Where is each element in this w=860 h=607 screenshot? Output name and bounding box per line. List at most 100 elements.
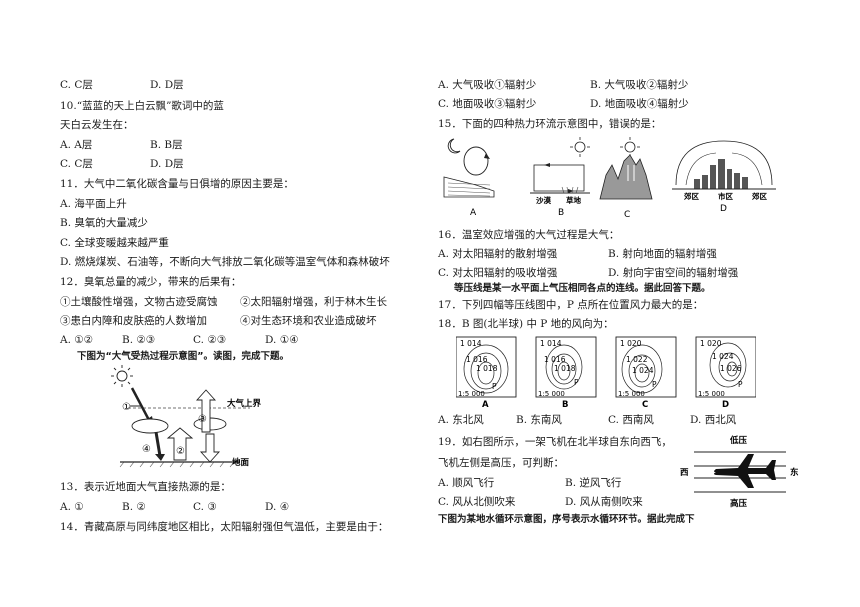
q10-option-b: B. B层: [150, 139, 183, 151]
thermal-circulation-diagrams: A 沙漠 草地 B: [443, 137, 776, 220]
label-4: ④: [142, 444, 151, 455]
q19-stem-line2: 飞机左侧是高压，可判断：: [438, 457, 564, 469]
svg-text:1 016: 1 016: [544, 355, 566, 364]
q12-stem: 12．臭氧总量的减少，带来的后果有：: [60, 276, 242, 288]
label-b: B: [558, 208, 564, 218]
arrow-down-hatched: [199, 433, 221, 463]
q10-option-d: D. D层: [150, 158, 184, 170]
q11-stem: 11．大气中二氧化碳含量与日俱增的原因主要是：: [60, 178, 294, 190]
q13-option-c: C. ③: [193, 501, 217, 513]
q10-stem-line1: 10.“蓝蓝的天上白云飘”歌词中的蓝: [60, 100, 224, 112]
q13-stem: 13．表示近地面大气直接热源的是：: [60, 481, 231, 493]
label-sand: 沙漠: [536, 195, 551, 205]
svg-text:C: C: [642, 400, 648, 409]
svg-text:1 020: 1 020: [700, 339, 722, 348]
label-low-pressure: 低压: [729, 435, 748, 446]
q18-option-a: A. 东北风: [438, 414, 484, 426]
q19-option-b: B. 逆风飞行: [565, 477, 622, 489]
q11-option-d: D. 燃烧煤炭、石油等，不断向大气排放二氧化碳等温室气体和森林破坏: [60, 256, 390, 268]
q9-option-d: D. D层: [150, 79, 184, 91]
airplane-icon: [714, 454, 776, 488]
q13-option-d: D. ④: [265, 501, 290, 513]
q18-stem: 18．B 图(北半球) 中 P 地的风向为：: [438, 318, 614, 330]
q10-option-c: C. C层: [60, 158, 93, 170]
sun-icon: [111, 365, 133, 387]
label-grass: 草地: [566, 195, 581, 205]
arrow-up-hollow-2: [195, 389, 217, 433]
q14-option-d: D. 地面吸收④辐射少: [590, 98, 689, 110]
q12-option-c: C. ②③: [193, 334, 227, 346]
q12-item-3: ③患白内障和皮肤癌的人数增加: [60, 315, 207, 327]
q14-option-b: B. 大气吸收②辐射少: [590, 79, 689, 91]
circulation-c: C: [599, 137, 653, 220]
q10-stem-line2: 天白云发生在：: [60, 119, 134, 131]
svg-text:P: P: [492, 382, 497, 391]
sun-icon: [570, 137, 590, 157]
isobar-map-a: 1 014 1 016 1 018 P 1:5 000 A: [456, 336, 517, 409]
q9-option-c: C. C层: [60, 79, 93, 91]
svg-text:1:5 000: 1:5 000: [698, 390, 725, 398]
isobar-map-d: 1 020 1 024 1 026 P 1:5 000 D: [695, 336, 756, 409]
svg-text:D: D: [722, 400, 729, 409]
label-west: 西: [680, 468, 689, 478]
svg-text:B: B: [562, 400, 568, 409]
svg-text:1:5 000: 1:5 000: [458, 390, 485, 398]
q14-option-c: C. 地面吸收③辐射少: [438, 98, 537, 110]
svg-text:1 026: 1 026: [720, 364, 742, 373]
label-1: ①: [122, 402, 131, 413]
q18-option-d: D. 西北风: [690, 414, 737, 426]
q17-stem: 17．下列四幅等压线图中，P 点所在位置风力最大的是：: [438, 299, 704, 311]
svg-text:P: P: [738, 380, 743, 389]
arrow-up-hollow-1: [166, 427, 194, 461]
svg-text:1 014: 1 014: [540, 339, 562, 348]
q12-option-b: B. ②③: [122, 334, 156, 346]
q18-option-c: C. 西南风: [608, 414, 654, 426]
arrow-to-ground: [154, 431, 162, 457]
q19-option-c: C. 风从北侧吹来: [438, 496, 516, 508]
label-a: A: [470, 208, 477, 218]
label-atmosphere-top: 大气上界: [227, 398, 262, 409]
svg-text:A: A: [482, 400, 489, 409]
sun-icon: [620, 137, 640, 157]
svg-text:1 016: 1 016: [466, 355, 488, 364]
q13-option-b: B. ②: [122, 501, 146, 513]
cloud-left: [131, 418, 169, 434]
airplane-diagram: 低压 西 东 高压: [680, 435, 799, 509]
q16-option-b: B. 射向地面的辐射增强: [608, 248, 717, 260]
svg-text:1 014: 1 014: [460, 339, 482, 348]
q12-option-d: D. ①④: [265, 334, 299, 346]
label-ground: 地面: [232, 457, 250, 468]
q12-item-4: ④对生态环境和农业造成破坏: [240, 315, 377, 327]
water-cycle-intro: 下图为某地水循环示意图，序号表示水循环环节。据此完成下: [438, 514, 695, 525]
solar-arrow: [130, 387, 152, 423]
q19-option-d: D. 风从南侧吹来: [565, 496, 643, 508]
q16-option-d: D. 射向宇宙空间的辐射增强: [608, 267, 739, 279]
q16-option-a: A. 对太阳辐射的散射增强: [438, 248, 558, 260]
isobar-map-b: 1 014 1 016 1 018 P 1:5 000 B: [535, 336, 597, 409]
svg-text:1 024: 1 024: [712, 352, 734, 361]
q19-stem-line1: 19．如右图所示，一架飞机在北半球自东向西飞，: [438, 436, 672, 448]
q13-option-a: A. ①: [60, 501, 84, 513]
circulation-a: A: [443, 138, 495, 218]
q16-option-c: C. 对太阳辐射的吸收增强: [438, 267, 558, 279]
q19-option-a: A. 顺风飞行: [438, 477, 495, 489]
svg-text:P: P: [652, 380, 657, 389]
figure-intro-heat: 下图为“大气受热过程示意图”。读图，完成下题。: [77, 351, 289, 362]
svg-text:1 024: 1 024: [632, 366, 654, 375]
q18-option-b: B. 东南风: [516, 414, 562, 426]
q15-stem: 15．下面的四种热力环流示意图中，错误的是：: [438, 118, 662, 130]
isobar-intro: 等压线是某一水平面上气压相同各点的连线。据此回答下题。: [454, 283, 711, 294]
q10-option-a: A. A层: [60, 139, 93, 151]
label-c: C: [624, 210, 630, 220]
heat-process-diagram: 大气上界 地面 ① ② ③ ④: [111, 365, 262, 468]
q12-item-1: ①土壤酸性增强，文物古迹受腐蚀: [60, 296, 218, 308]
circulation-b: 沙漠 草地 B: [530, 137, 590, 218]
q14-option-a: A. 大气吸收①辐射少: [438, 79, 537, 91]
q11-option-b: B. 臭氧的大量减少: [60, 217, 148, 229]
q16-stem: 16．温室效应增强的大气过程是大气：: [438, 229, 620, 241]
svg-text:1:5 000: 1:5 000: [618, 390, 645, 398]
label-suburb-right: 郊区: [752, 191, 767, 201]
isobar-maps: 1 014 1 016 1 018 P 1:5 000 A 1 014 1 01…: [456, 336, 756, 409]
svg-text:1:5 000: 1:5 000: [538, 390, 565, 398]
q12-option-a: A. ①②: [60, 334, 94, 346]
